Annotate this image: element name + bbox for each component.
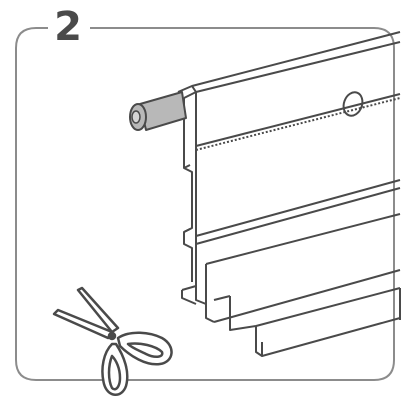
profile-rail xyxy=(177,31,401,357)
scissors-icon xyxy=(52,286,173,396)
step-number: 2 xyxy=(52,6,84,48)
step-frame xyxy=(15,27,395,381)
mounting-hole xyxy=(342,91,364,117)
end-cap xyxy=(129,91,187,131)
